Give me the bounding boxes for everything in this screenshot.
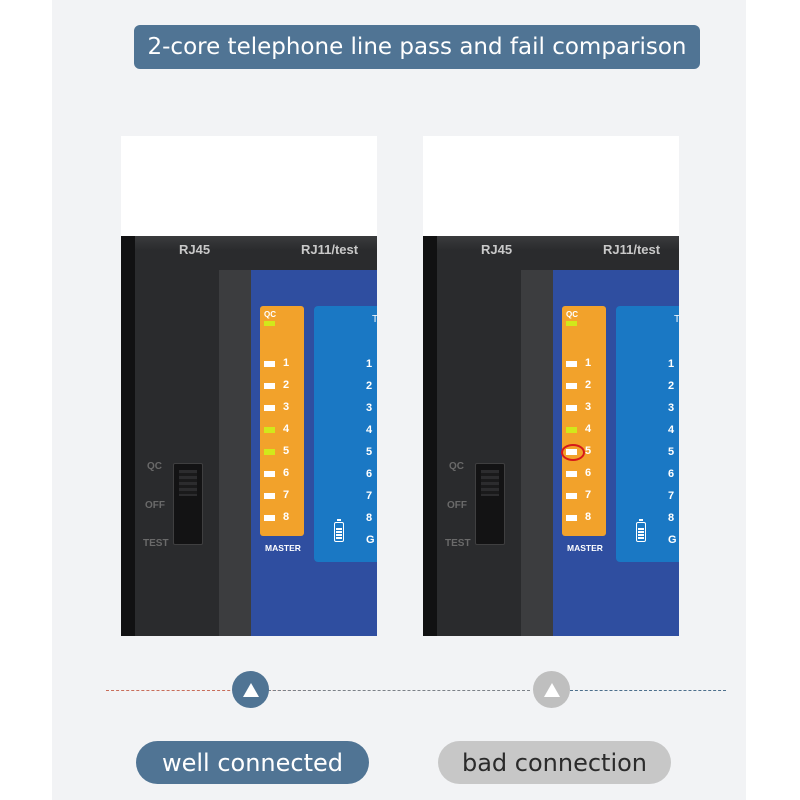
led-row-4: 4 [566,423,604,436]
switch-label-off: OFF [145,500,165,511]
led-row-8: 8 [264,511,302,524]
qc-led-label: QC [264,310,276,319]
master-led-panel: QC 1 2 3 4 5 6 7 8 [561,306,606,536]
led-indicator [566,383,577,389]
led-indicator-lit [264,449,275,455]
led-row-1: 1 [264,357,302,370]
rj11-port-label: RJ11/test [603,242,661,257]
switch-label-qc: QC [449,461,464,472]
led-row-4: 4 [264,423,302,436]
remote-led-panel: T 1 2 3 4 5 6 7 8 G [314,306,377,562]
status-well-connected: well connected [136,741,369,784]
comparison-title: 2-core telephone line pass and fail comp… [134,25,700,69]
led-indicator [566,493,577,499]
led-indicator [264,361,275,367]
rj45-port-label: RJ45 [179,242,211,257]
qc-led [264,321,275,326]
fail-marker-icon [533,671,570,708]
rj45-port-label: RJ45 [481,242,513,257]
rj11-port-label: RJ11/test [301,242,359,257]
switch-label-off: OFF [447,500,467,511]
led-row-7: 7 [566,489,604,502]
switch-label-qc: QC [147,461,162,472]
mode-switch [173,463,203,545]
led-indicator [264,405,275,411]
led-indicator-lit [566,427,577,433]
led-indicator [566,405,577,411]
led-indicator [264,515,275,521]
led-indicator [264,493,275,499]
led-indicator [566,361,577,367]
led-row-3: 3 [566,401,604,414]
master-label: MASTER [265,543,301,553]
tester-device-pass: RJ45 RJ11/test QC OFF TEST QC 1 2 3 4 5 … [121,136,377,636]
led-row-6: 6 [264,467,302,480]
led-row-6: 6 [566,467,604,480]
led-indicator [566,515,577,521]
divider-line [570,690,726,691]
mode-switch [475,463,505,545]
master-led-panel: QC 1 2 3 4 5 6 7 8 [260,306,304,536]
led-row-5: 5 [561,444,604,461]
led-indicator [566,471,577,477]
led-row-8: 8 [566,511,604,524]
qc-led-label: QC [566,310,578,319]
divider-line [106,690,316,691]
led-row-1: 1 [566,357,604,370]
master-label: MASTER [567,543,603,553]
led-row-3: 3 [264,401,302,414]
led-indicator [264,471,275,477]
led-row-5: 5 [264,445,302,458]
remote-led-panel: T 1 2 3 4 5 6 7 8 G [616,306,679,562]
led-indicator-lit [264,427,275,433]
pass-marker-icon [232,671,269,708]
tester-device-fail: RJ45 RJ11/test QC OFF TEST QC 1 2 3 4 5 … [423,136,679,636]
led-row-7: 7 [264,489,302,502]
battery-icon [636,519,646,542]
led-row-2: 2 [264,379,302,392]
switch-label-test: TEST [445,538,471,549]
divider-line [268,690,530,691]
fault-highlight-ring [561,444,585,461]
led-indicator [264,383,275,389]
qc-led [566,321,577,326]
switch-label-test: TEST [143,538,169,549]
battery-icon [334,519,344,542]
status-bad-connection: bad connection [438,741,671,784]
led-row-2: 2 [566,379,604,392]
